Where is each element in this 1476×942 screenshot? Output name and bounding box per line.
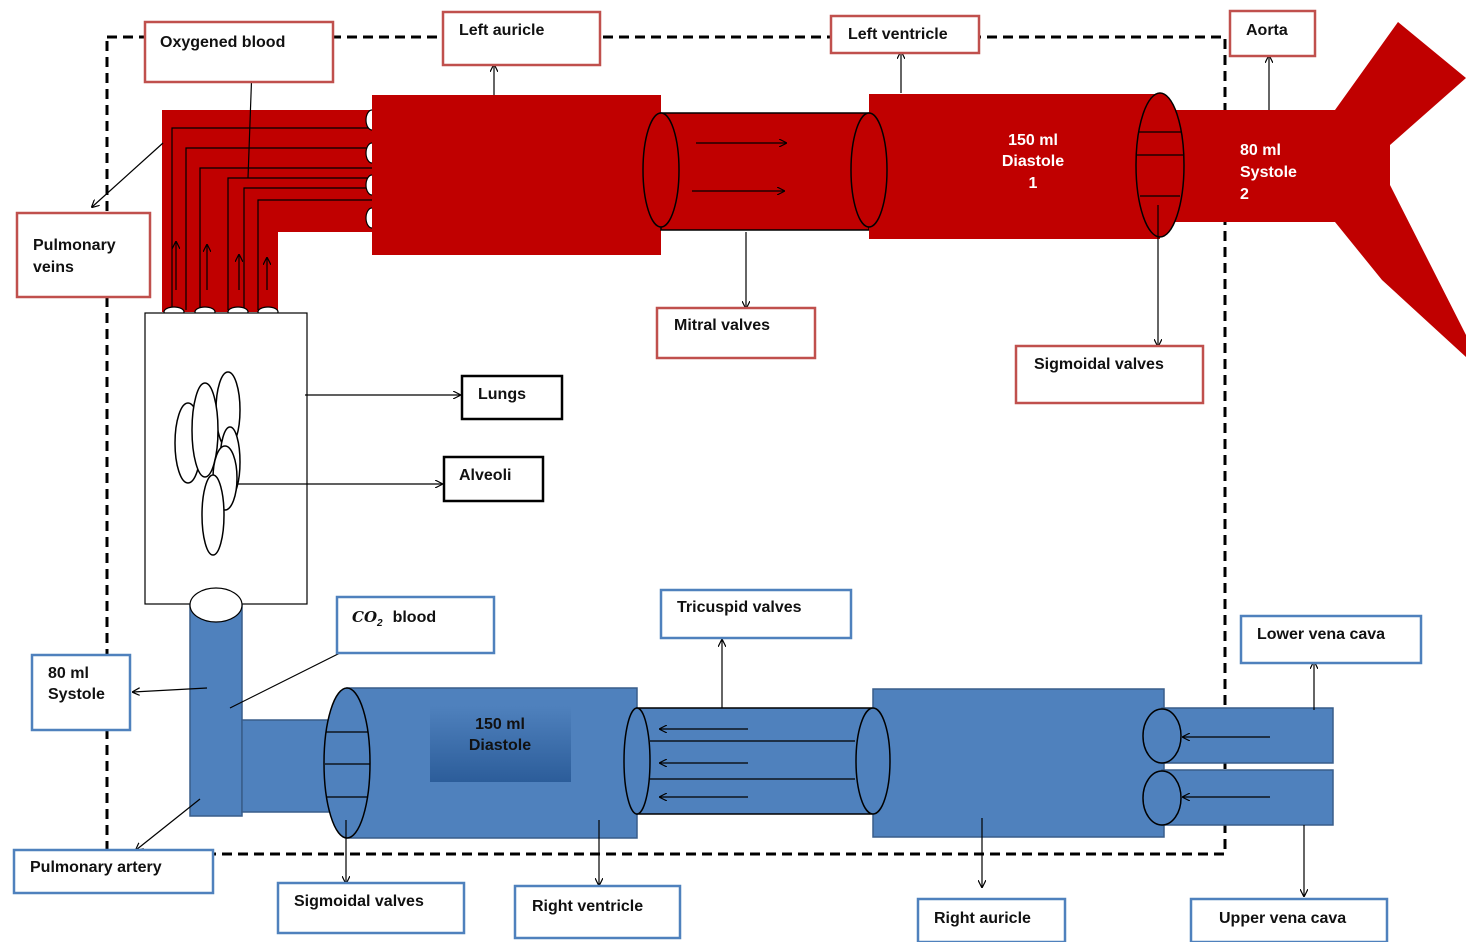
right-ventricle-label: Right ventricle [532,898,643,915]
pulmonary-artery-label-box [12,848,215,895]
sigmoidal-valves-top-label-box [1014,344,1205,405]
mitral-valves-label: Mitral valves [674,317,770,334]
lower-vena-cava-vessel [1161,707,1334,764]
left-ventricle-label-box [829,14,981,55]
right-auricle-label: Right auricle [934,910,1031,927]
co2-blood-label-box [335,595,496,655]
oxygened-blood-label-box [143,20,335,84]
pulmonary-vein-flow-arrows [176,242,267,290]
tricuspid-valves-label-box [659,588,853,640]
right-ventricle-label-box [513,884,682,940]
pulmonary-artery-label: Pulmonary artery [30,859,162,876]
alveoli-cluster [174,371,241,556]
pulmonary-artery-opening [189,587,243,623]
tricuspid-tube [636,707,874,815]
aorta-phase-text: Systole [1240,164,1297,181]
mitral-tube [660,112,870,231]
co2-blood-label: CO2 blood [352,608,436,629]
lower-vena-cava-label-box [1239,614,1423,665]
rv-volume-text: 150 ml [475,716,525,733]
systole-80-volume-label: 80 ml [48,665,89,682]
pulmonary-vein-lines [171,127,372,310]
upper-vena-cava-opening [1142,770,1182,826]
sigmoidal-valves-top-label: Sigmoidal valves [1034,356,1164,373]
tricuspid-valve-left [623,707,651,815]
aorta-volume-text: 80 ml [1240,142,1281,159]
mitral-valve-right [850,112,888,228]
alveoli-label: Alveoli [459,467,511,484]
rv-phase-text: Diastole [469,737,531,754]
pulmonary-veins [162,110,372,312]
lower-vena-cava-label: Lower vena cava [1257,626,1385,643]
rv-volume-box [430,706,571,782]
lv-volume-text: 150 ml [1008,132,1058,149]
lv-phase-text: Diastole [1002,153,1064,170]
lower-vena-cava-opening [1142,708,1182,764]
right-auricle-label-box [916,897,1067,942]
alveoli-label-box [442,455,545,503]
lungs-label-box [460,374,564,421]
pulmonary-veins-label-line1: Pulmonary [33,237,116,254]
lungs-label: Lungs [478,386,526,403]
sigmoidal-valves-bottom-label: Sigmoidal valves [294,893,424,910]
aorta-vessel [1160,22,1466,357]
co2-blood-word: blood [393,609,437,626]
systole-80-label-box [30,653,132,732]
left-auricle-label-box [441,10,602,67]
circulation-boundary [105,35,1227,856]
lv-step-text: 1 [1029,175,1038,192]
right-auricle-chamber [872,688,1165,838]
mitral-valve-left [642,112,680,228]
aorta-step-text: 2 [1240,186,1249,203]
co2-symbol: CO [352,608,377,626]
pulmonary-artery-vertical [189,604,243,817]
left-ventricle-label: Left ventricle [848,26,948,43]
left-auricle-label: Left auricle [459,22,544,39]
left-auricle-chamber [372,95,661,255]
systole-80-phase-label: Systole [48,686,105,703]
sigmoidal-valves-bottom-label-box [276,881,466,935]
co2-subscript: 2 [376,618,383,629]
oxygened-blood-label: Oxygened blood [160,34,285,51]
upper-vena-cava-label: Upper vena cava [1219,910,1346,927]
left-ventricle-chamber [869,94,1160,239]
aorta-label-box [1228,9,1317,58]
pulmonary-veins-label-line2: veins [33,259,74,276]
tricuspid-valves-label: Tricuspid valves [677,599,802,616]
mitral-valves-label-box [655,306,817,360]
pulmonary-veins-label-box [15,211,152,299]
aorta-label: Aorta [1246,22,1288,39]
upper-vena-cava-label-box [1189,897,1389,942]
tricuspid-valve-right [855,707,891,815]
sigmoidal-valve-pulmonary [323,687,371,839]
sigmoidal-valve-aortic [1135,92,1185,238]
